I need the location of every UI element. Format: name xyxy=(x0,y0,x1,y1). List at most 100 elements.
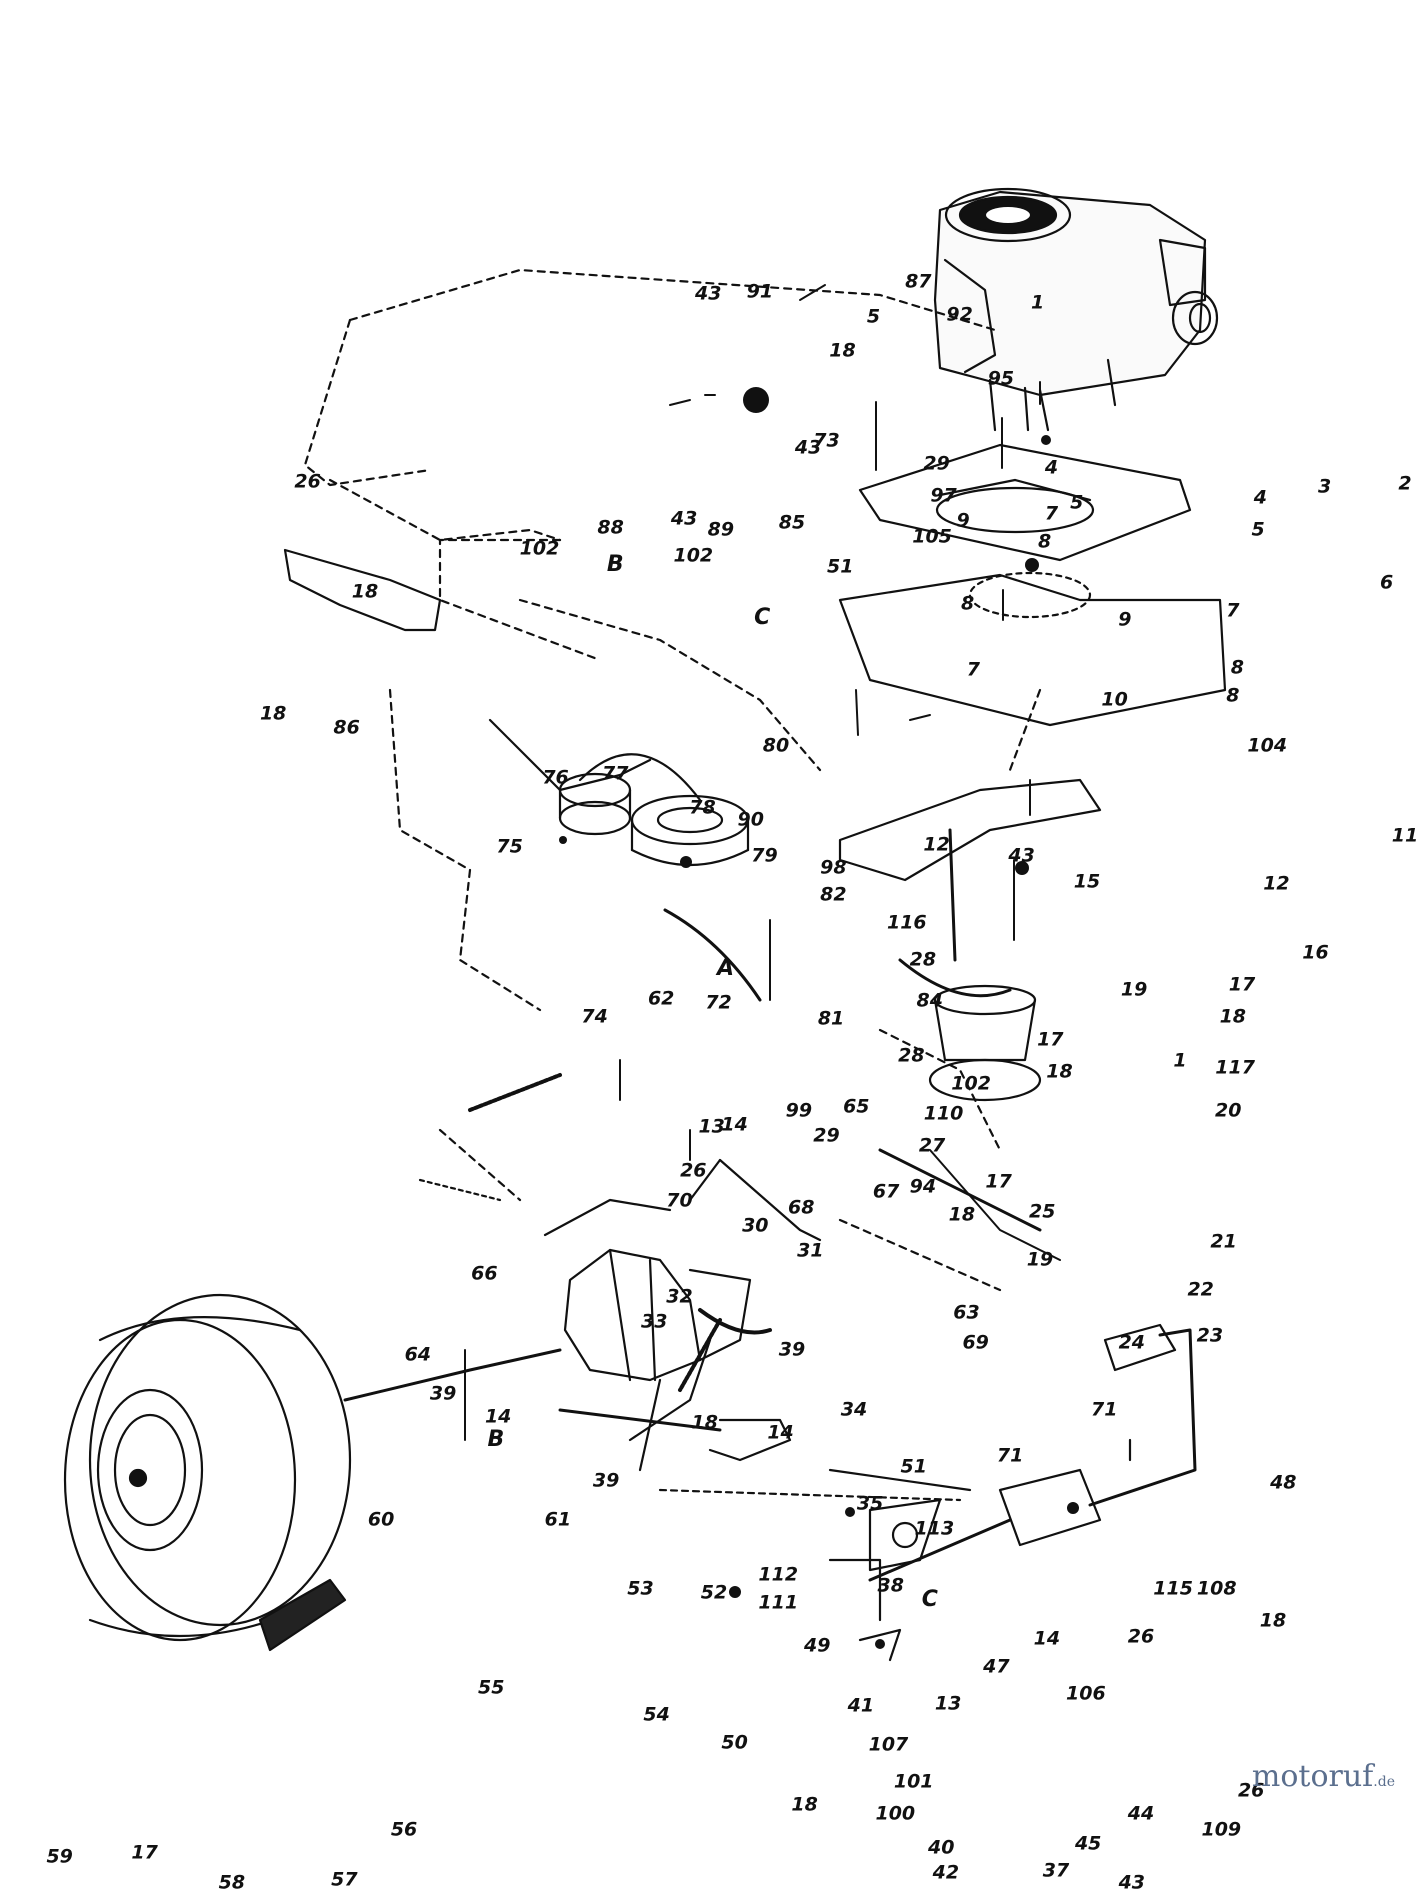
part-label: 14 xyxy=(721,1113,748,1136)
bracket-illustration xyxy=(283,548,442,632)
part-label: 1 xyxy=(1173,1049,1187,1072)
part-label: 82 xyxy=(820,883,847,906)
part-label: C xyxy=(921,1587,938,1613)
part-label: 88 xyxy=(597,516,624,539)
axle-illustration xyxy=(343,1348,562,1402)
part-label: 72 xyxy=(705,991,732,1014)
part-label: 112 xyxy=(758,1563,799,1586)
part-label: 75 xyxy=(496,835,523,858)
part-label: 94 xyxy=(909,1175,937,1198)
part-label: 17 xyxy=(1037,1028,1064,1051)
part-label: C xyxy=(754,604,771,630)
part-label: 30 xyxy=(742,1214,769,1237)
part-label: 26 xyxy=(294,470,321,493)
part-label: 18 xyxy=(691,1411,719,1434)
part-label: 25 xyxy=(1029,1200,1056,1223)
part-label: 71 xyxy=(996,1444,1024,1467)
part-label: 105 xyxy=(912,525,952,548)
part-label: 9 xyxy=(1118,608,1132,631)
part-label: 62 xyxy=(647,987,675,1010)
part-label: 98 xyxy=(820,856,847,879)
part-label: 102 xyxy=(673,544,714,567)
part-label: 8 xyxy=(961,592,975,615)
part-label: 56 xyxy=(390,1818,418,1841)
part-label: 19 xyxy=(1120,978,1148,1001)
part-label: 8 xyxy=(1037,530,1052,553)
part-label: 1 xyxy=(1031,291,1045,314)
part-label: 89 xyxy=(707,518,735,541)
part-label: 5 xyxy=(866,305,881,328)
part-label: 39 xyxy=(778,1338,806,1361)
part-label: 90 xyxy=(737,808,764,831)
rear-wheel-illustration xyxy=(63,1293,352,1652)
part-label: 43 xyxy=(670,507,698,530)
part-label: 14 xyxy=(767,1421,794,1444)
part-label: 102 xyxy=(519,537,560,560)
part-label: 10 xyxy=(1101,688,1128,711)
brand-tld: .de xyxy=(1373,1774,1395,1790)
part-label: 9 xyxy=(956,509,970,532)
part-label: 29 xyxy=(813,1124,840,1147)
part-label: 13 xyxy=(934,1692,962,1715)
part-label: 7 xyxy=(966,658,981,681)
part-label: 42 xyxy=(932,1861,960,1884)
pulley-assembly-illustration xyxy=(488,718,762,1002)
part-label: 34 xyxy=(840,1398,868,1421)
part-label: 41 xyxy=(847,1694,875,1717)
part-label: B xyxy=(606,551,624,577)
part-label: 58 xyxy=(218,1871,246,1893)
part-label: 86 xyxy=(333,716,360,739)
part-label: 87 xyxy=(905,270,932,293)
part-label: 106 xyxy=(1066,1682,1106,1705)
part-label: B xyxy=(487,1426,505,1452)
part-label: 12 xyxy=(923,833,950,856)
part-label: 18 xyxy=(1046,1060,1073,1083)
part-label: 43 xyxy=(794,436,822,459)
part-label: 12 xyxy=(1263,872,1290,895)
part-label: 61 xyxy=(544,1508,572,1531)
part-label: 39 xyxy=(592,1469,620,1492)
part-label: 7 xyxy=(1226,599,1240,622)
part-label: 33 xyxy=(641,1310,668,1333)
part-label: 13 xyxy=(698,1115,725,1138)
part-label: 47 xyxy=(983,1655,1010,1678)
part-label: 76 xyxy=(542,766,569,789)
brake-linkage-illustration xyxy=(658,1323,1197,1662)
part-label: 91 xyxy=(746,280,774,303)
part-label: 77 xyxy=(602,762,629,785)
part-label: 64 xyxy=(404,1343,432,1366)
part-label: 44 xyxy=(1127,1802,1155,1825)
part-label: 84 xyxy=(916,989,943,1012)
part-label: 70 xyxy=(666,1189,693,1212)
part-label: 19 xyxy=(1026,1248,1054,1271)
part-label: 18 xyxy=(791,1793,818,1816)
part-label: 110 xyxy=(923,1102,964,1125)
part-label: A xyxy=(716,955,734,981)
part-label: 102 xyxy=(951,1072,991,1095)
part-label: 11 xyxy=(1391,824,1418,847)
brand-watermark: motoruf.de xyxy=(1252,1759,1395,1794)
part-label: 111 xyxy=(758,1591,799,1614)
part-label: 104 xyxy=(1247,734,1288,757)
part-label: 51 xyxy=(827,555,854,578)
part-label: 15 xyxy=(1073,870,1101,893)
part-label: 109 xyxy=(1201,1818,1242,1841)
part-label: 43 xyxy=(1008,844,1035,867)
part-label: 95 xyxy=(987,367,1015,390)
part-label: 17 xyxy=(1228,973,1256,996)
part-label: 81 xyxy=(817,1007,845,1030)
part-label: 79 xyxy=(751,844,778,867)
part-label: 97 xyxy=(930,484,957,507)
part-label: 43 xyxy=(1118,1871,1146,1893)
part-label: 17 xyxy=(985,1170,1012,1193)
part-label: 116 xyxy=(886,911,927,934)
springs-illustration xyxy=(418,1073,1061,1442)
part-label: 45 xyxy=(1074,1832,1102,1855)
part-label: 14 xyxy=(1033,1627,1061,1650)
body-outline-illustration xyxy=(303,268,1227,1292)
brand-name: motoruf xyxy=(1251,1759,1374,1794)
part-label: 28 xyxy=(909,948,937,971)
diagram-drawing xyxy=(63,187,1227,1662)
part-label: 117 xyxy=(1215,1056,1255,1079)
